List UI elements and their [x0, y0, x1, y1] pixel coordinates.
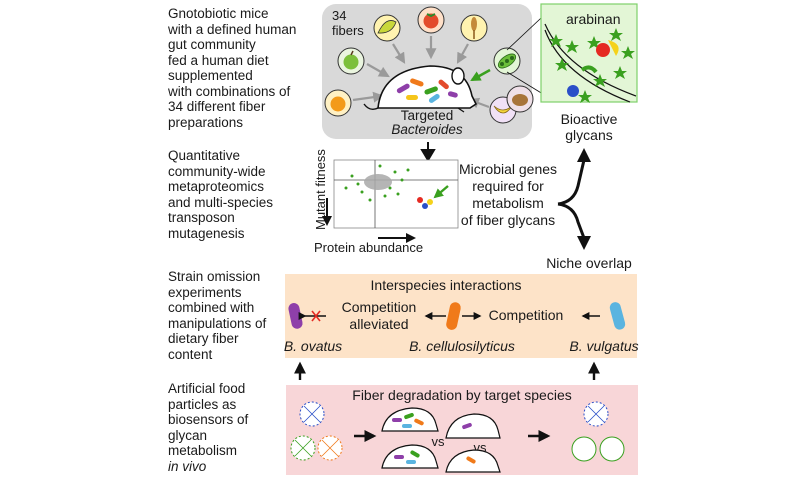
species-label-ovatus: B. ovatus [284, 338, 342, 354]
mouse-label: Targeted [401, 108, 454, 123]
competition-alleviated-label-1: Competition [342, 299, 417, 315]
mouse-icon [363, 65, 478, 113]
food-particles-left [290, 401, 343, 461]
down-arrow-1 [420, 142, 436, 162]
interactions-panel: Interspecies interactions Competition al… [284, 274, 639, 358]
species-label-cellulosilyticus: B. cellulosilyticus [409, 338, 515, 354]
tomato-icon [417, 6, 445, 34]
svg-text:of fiber glycans: of fiber glycans [461, 212, 555, 228]
mouse-label-italic: Bacteroides [391, 122, 463, 137]
potato-fiber-icon [506, 85, 534, 113]
fork-arrows [557, 159, 586, 239]
fitness-scatter-plot: Mutant fitness Protein abundance [313, 149, 459, 255]
glycans-label: glycans [565, 127, 612, 143]
orange-icon [324, 89, 352, 117]
fiber-count-label: 34 [332, 8, 346, 23]
competition-alleviated-label-2: alleviated [349, 316, 408, 332]
pea-pod-icon [493, 47, 521, 75]
scatter-cloud [344, 164, 410, 202]
scatter-x-label: Protein abundance [314, 240, 423, 255]
bioactive-label: Bioactive [561, 111, 618, 127]
fiber-panel: 34 fibers [322, 4, 534, 139]
svg-text:required for: required for [472, 178, 544, 194]
svg-text:Microbial genes: Microbial genes [459, 161, 557, 177]
b-ovatus-cell [288, 303, 303, 329]
niche-overlap-label: Niche overlap [546, 255, 632, 271]
scatter-y-label: Mutant fitness [313, 149, 328, 230]
degradation-panel: Fiber degradation by target species vs [286, 385, 638, 475]
svg-text:vs: vs [432, 434, 446, 449]
arabinan-label: arabinan [566, 11, 621, 27]
genes-label: Microbial genes required for metabolism … [459, 161, 557, 228]
species-label-vulgatus: B. vulgatus [569, 338, 638, 354]
svg-text:metabolism: metabolism [472, 195, 544, 211]
arabinan-panel: arabinan [540, 3, 638, 103]
leaf-icon [373, 14, 401, 42]
interactions-title: Interspecies interactions [371, 277, 522, 293]
b-cellulosilyticus-cell [446, 302, 461, 330]
degradation-title: Fiber degradation by target species [352, 387, 571, 403]
b-vulgatus-cell [609, 302, 626, 330]
food-particles-right [571, 401, 625, 462]
mouse-comparison: vs vs [381, 407, 501, 473]
grain-icon [460, 14, 488, 42]
competition-label: Competition [489, 307, 564, 323]
fiber-count-unit: fibers [332, 23, 364, 38]
apple-icon [337, 47, 365, 75]
